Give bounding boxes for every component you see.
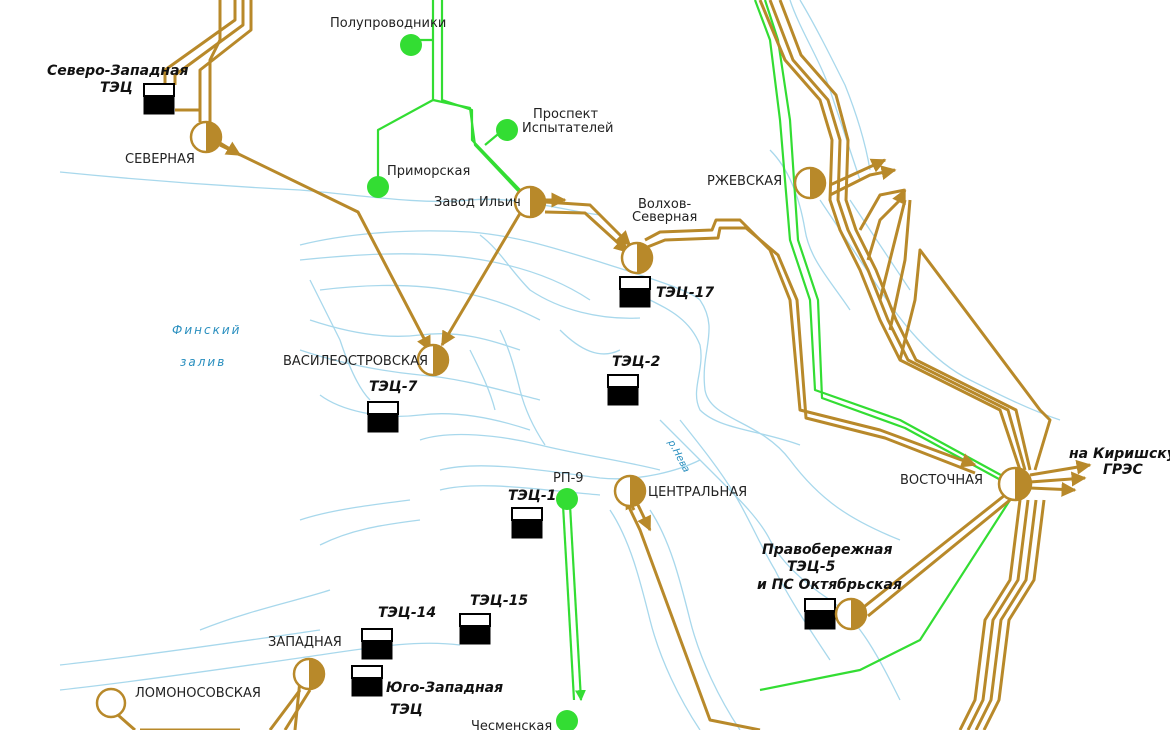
substation-label: РЖЕВСКАЯ [707, 174, 782, 189]
substation-poluprovodniki[interactable]: Полупроводники [330, 16, 446, 56]
substation-label: ЛОМОНОСОВСКАЯ [135, 686, 261, 701]
substation-zavod-ilyich[interactable]: Завод Ильич [434, 185, 547, 219]
plant-label: ТЭЦ-2 [612, 354, 660, 370]
green-node-icon [556, 488, 578, 510]
substation-chesmenskaya[interactable]: Чесменская [471, 710, 578, 730]
plant-tec-15[interactable]: ТЭЦ-15 [459, 593, 528, 645]
substation-rzhevskaya[interactable]: РЖЕВСКАЯ [707, 166, 827, 200]
plant-yugo-zapadnaya-tec[interactable]: Юго-Западная ТЭЦ [351, 665, 503, 718]
green-node-icon [496, 119, 518, 141]
substation-label: ВАСИЛЕОСТРОВСКАЯ [283, 354, 428, 369]
plant-label-line1: Северо-Западная [47, 63, 189, 79]
substation-label-line2: Северная [632, 210, 697, 225]
plant-label: ТЭЦ-15 [470, 593, 528, 609]
external-label-line1: на Киришскую [1069, 446, 1170, 462]
substation-severnaya[interactable]: СЕВЕРНАЯ [125, 120, 223, 167]
substation-icon [95, 687, 127, 719]
green-node-icon [367, 176, 389, 198]
substation-label: СЕВЕРНАЯ [125, 152, 195, 167]
substation-lomonosovskaya[interactable]: ЛОМОНОСОВСКАЯ [95, 686, 261, 730]
substation-label: Полупроводники [330, 16, 446, 31]
plant-label: ТЭЦ-7 [369, 379, 418, 395]
substation-rp9[interactable]: РП-9 [553, 471, 584, 510]
plant-severo-zapadnaya-tec[interactable]: Северо-Западная ТЭЦ [47, 63, 189, 115]
substation-prospekt-ispytateley[interactable]: Проспект Испытателей [496, 107, 614, 141]
substation-vostochnaya[interactable]: ВОСТОЧНАЯ [900, 466, 1033, 502]
plant-tec-7[interactable]: ТЭЦ-7 [367, 379, 418, 433]
plant-tec-17[interactable]: ТЭЦ-17 [619, 276, 714, 308]
substation-label: Чесменская [471, 719, 552, 730]
gulf-label-line2: залив [180, 355, 226, 369]
substation-centralnaya[interactable]: ЦЕНТРАЛЬНАЯ [613, 474, 747, 508]
substation-primorskaya[interactable]: Приморская [367, 164, 470, 198]
substation-label: РП-9 [553, 471, 584, 486]
substation-volhov-severnaya[interactable]: Волхов- Северная [620, 197, 697, 275]
plant-label-line3: и ПС Октябрьская [757, 577, 902, 593]
substation-zapadnaya[interactable]: ЗАПАДНАЯ [268, 635, 342, 691]
substation-label-line1: Волхов- [638, 197, 691, 212]
green-node-icon [400, 34, 422, 56]
plant-label: ТЭЦ-1 [508, 488, 556, 504]
plant-label: ТЭЦ-17 [656, 285, 714, 301]
substation-label: ЗАПАДНАЯ [268, 635, 342, 650]
substation-label: Завод Ильич [434, 195, 521, 210]
coastline [59, 0, 1061, 730]
plant-tec-1[interactable]: ТЭЦ-1 [508, 488, 556, 539]
substation-label: Приморская [387, 164, 470, 179]
plant-label-line2: ТЭЦ [100, 80, 133, 96]
plant-label-line2: ТЭЦ-5 [787, 559, 836, 575]
plant-label-line1: Правобережная [762, 542, 893, 558]
lines-220kv [376, 0, 1011, 702]
substation-label: ЦЕНТРАЛЬНАЯ [648, 485, 747, 500]
external-kirishi-gres: на Киришскую ГРЭС [1069, 446, 1170, 478]
substation-label-line1: Проспект [533, 107, 598, 122]
substation-vasileostrovskaya[interactable]: ВАСИЛЕОСТРОВСКАЯ [283, 343, 450, 377]
plant-tec-2[interactable]: ТЭЦ-2 [607, 354, 660, 406]
plant-label: ТЭЦ-14 [378, 605, 436, 621]
green-node-icon [556, 710, 578, 730]
plant-tec-14[interactable]: ТЭЦ-14 [361, 605, 436, 660]
plant-label-line1: Юго-Западная [386, 680, 503, 696]
gulf-label-line1: Финский [172, 323, 241, 337]
plant-pravoberezhnaya-tec5[interactable]: Правобережная ТЭЦ-5 и ПС Октябрьская [757, 542, 902, 631]
substation-label: ВОСТОЧНАЯ [900, 473, 983, 488]
substation-label-line2: Испытателей [522, 121, 614, 136]
external-label-line2: ГРЭС [1103, 462, 1143, 478]
plant-label-line2: ТЭЦ [390, 702, 423, 718]
